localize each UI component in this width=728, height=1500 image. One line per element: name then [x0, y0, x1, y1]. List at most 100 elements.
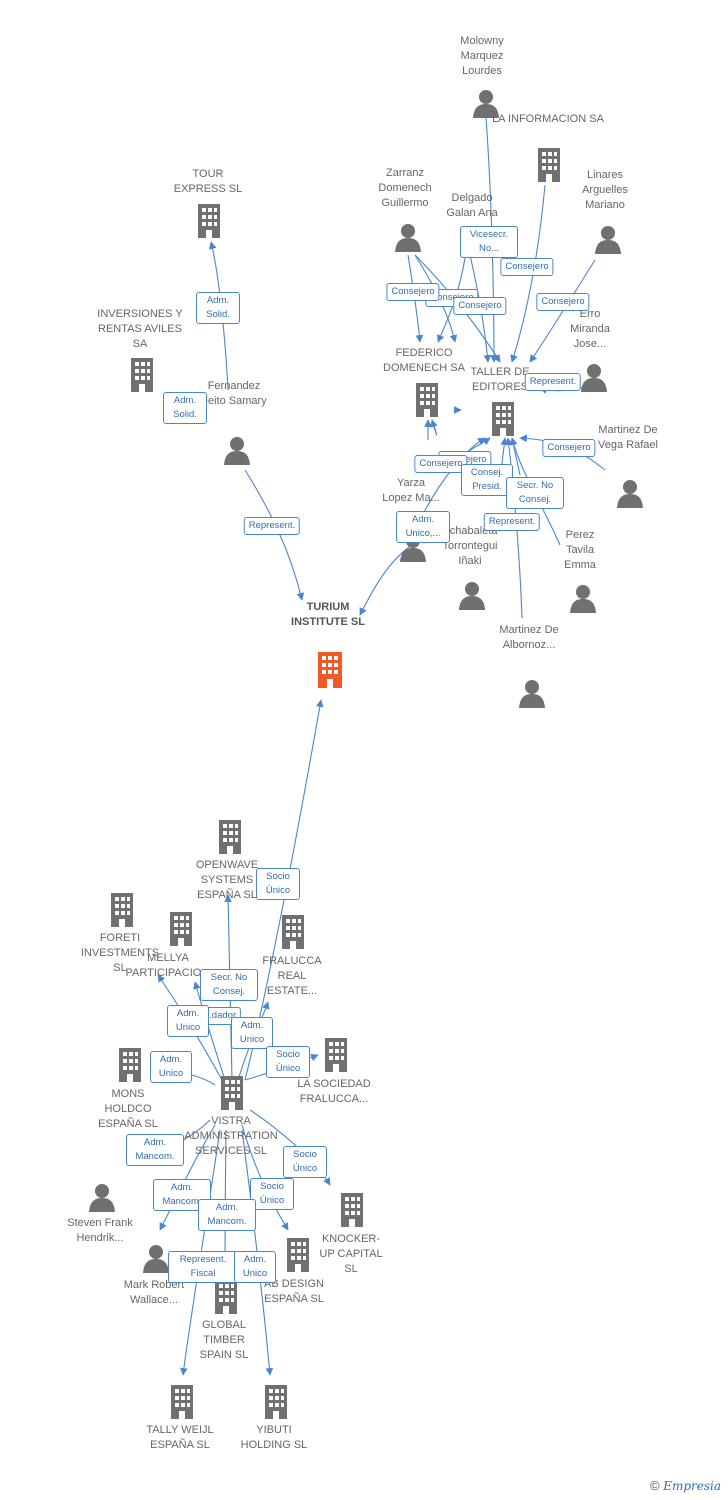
node-erro[interactable]: Erro Miranda Jose... [560, 307, 620, 352]
edge-label-represent[interactable]: Represent. [483, 513, 541, 531]
node-label: LA INFORMACION SA [492, 113, 604, 125]
edge-label-represent[interactable]: Represent. [524, 373, 582, 391]
node-la-informacion[interactable]: LA INFORMACION SA [488, 112, 608, 127]
node-foreti[interactable]: FORETI INVESTMENTS SL [75, 931, 165, 976]
edge-label-represent-fiscal[interactable]: Represent. Fiscal [168, 1251, 238, 1283]
building-icon[interactable] [413, 383, 441, 417]
building-icon[interactable] [338, 1193, 366, 1227]
building-icon[interactable] [284, 1238, 312, 1272]
main-building-icon[interactable] [315, 652, 345, 688]
node-label: OPENWAVE SYSTEMS ESPAÑA SL [195, 859, 259, 901]
person-icon[interactable] [88, 1182, 116, 1212]
edge-label-socio-unico[interactable]: Socio Único [256, 868, 300, 900]
node-mons[interactable]: MONS HOLDCO ESPAÑA SL [88, 1087, 168, 1132]
building-icon[interactable] [489, 402, 517, 436]
node-label: Martinez De Vega Rafael [598, 424, 658, 451]
building-icon[interactable] [279, 915, 307, 949]
person-icon[interactable] [616, 478, 644, 508]
person-icon[interactable] [458, 580, 486, 610]
person-icon[interactable] [518, 678, 546, 708]
person-icon[interactable] [580, 362, 608, 392]
node-label: Erro Miranda Jose... [570, 308, 610, 350]
edge-label-socio-unico[interactable]: Socio Único [250, 1178, 294, 1210]
edge-label-consejero[interactable]: Consejero [453, 297, 507, 315]
edge-label-consejero[interactable]: Consejero [536, 293, 590, 311]
building-icon[interactable] [108, 893, 136, 927]
node-perez[interactable]: Perez Tavila Emma [555, 528, 605, 573]
person-icon[interactable] [223, 435, 251, 465]
node-label: Yarza Lopez Ma... [382, 477, 440, 504]
node-mellya[interactable]: MELLYA PARTICIPACIO... [113, 951, 223, 981]
node-inversiones[interactable]: INVERSIONES Y RENTAS AVILES SA [90, 307, 190, 352]
node-tour-express[interactable]: TOUR EXPRESS SL [168, 167, 248, 197]
edge-label-represent[interactable]: Represent. [243, 517, 301, 535]
node-knocker[interactable]: KNOCKER-UP CAPITAL SL [315, 1232, 387, 1277]
node-fernandez[interactable]: Fernandez Feito Samary [199, 379, 269, 409]
building-icon[interactable] [116, 1048, 144, 1082]
node-steven[interactable]: Steven Frank Hendrik... [65, 1216, 135, 1246]
edge-label-secr-no-consej[interactable]: Secr. No Consej. [506, 477, 564, 509]
node-tally[interactable]: TALLY WEIJL ESPAÑA SL [143, 1423, 217, 1453]
edge-label-adm-unico[interactable]: Adm. Unico [167, 1005, 209, 1037]
person-icon[interactable] [142, 1243, 170, 1273]
building-icon[interactable] [168, 1385, 196, 1419]
node-la-sociedad[interactable]: LA SOCIEDAD FRALUCCA... [294, 1077, 374, 1107]
person-icon[interactable] [594, 224, 622, 254]
edge-label-adm-solid[interactable]: Adm. Solid. [196, 292, 240, 324]
node-zarranz[interactable]: Zarranz Domenech Guillermo [370, 166, 440, 211]
edge-label-adm-unico[interactable]: Adm. Unico [231, 1017, 273, 1049]
edge-label-socio-unico[interactable]: Socio Único [283, 1146, 327, 1178]
node-label: TALLER DE EDITORES [470, 366, 530, 393]
edge-label-adm-unico[interactable]: Adm. Unico,... [396, 511, 450, 543]
main-node-label: TURIUM INSTITUTE SL [291, 601, 365, 628]
edge-label-adm-mancom[interactable]: Adm. Mancom. [198, 1199, 256, 1231]
node-echabaleta[interactable]: Echabaleta Torrontegui Iñaki [430, 524, 510, 569]
edge-label-socio-unico[interactable]: Socio Único [266, 1046, 310, 1078]
footer-brand[interactable]: © Empresia [650, 1478, 721, 1493]
node-vistra[interactable]: VISTRA ADMINISTRATION SERVICES SL [181, 1114, 281, 1159]
building-icon[interactable] [128, 358, 156, 392]
node-ab-design[interactable]: AB DESIGN ESPAÑA SL [254, 1277, 334, 1307]
edge-label-consej-presid[interactable]: Consej. Presid. [461, 464, 513, 496]
building-icon[interactable] [212, 1280, 240, 1314]
node-yarza[interactable]: Yarza Lopez Ma... [381, 476, 441, 506]
node-martinez-vega[interactable]: Martinez De Vega Rafael [593, 423, 663, 453]
building-icon[interactable] [218, 1076, 246, 1110]
node-yibuti[interactable]: YIBUTI HOLDING SL [239, 1423, 309, 1453]
node-federico[interactable]: FEDERICO DOMENECH SA [374, 346, 474, 376]
person-icon[interactable] [472, 88, 500, 118]
node-delgado[interactable]: Delgado Galan Ana [442, 191, 502, 221]
edge-label-consejero[interactable]: Consejero [386, 283, 440, 301]
node-linares[interactable]: Linares Arguelles Mariano [570, 168, 640, 213]
building-icon[interactable] [535, 148, 563, 182]
node-label: Steven Frank Hendrik... [67, 1217, 133, 1244]
edge-label-secr-no-consej[interactable]: Secr. No Consej. [200, 969, 258, 1001]
person-icon[interactable] [569, 583, 597, 613]
edge-label-consejero[interactable]: Consejero [414, 455, 468, 473]
edge-label-vicesecr[interactable]: Vicesecr. No... [460, 226, 518, 258]
node-label: TOUR EXPRESS SL [173, 168, 243, 195]
building-icon[interactable] [216, 820, 244, 854]
edge-label-consejero[interactable]: Consejero [500, 258, 554, 276]
edge-label-adm-solid[interactable]: Adm. Solid. [163, 392, 207, 424]
node-global-timber[interactable]: GLOBAL TIMBER SPAIN SL [189, 1318, 259, 1363]
node-taller[interactable]: TALLER DE EDITORES [460, 365, 540, 395]
node-openwave[interactable]: OPENWAVE SYSTEMS ESPAÑA SL [187, 858, 267, 903]
building-icon[interactable] [195, 204, 223, 238]
node-fralucca-real[interactable]: FRALUCCA REAL ESTATE... [257, 954, 327, 999]
edge-label-adm-unico[interactable]: Adm. Unico [150, 1051, 192, 1083]
node-label: Fernandez Feito Samary [201, 380, 267, 407]
node-label: Echabaleta Torrontegui Iñaki [442, 525, 498, 567]
building-icon[interactable] [262, 1385, 290, 1419]
person-icon[interactable] [394, 222, 422, 252]
node-molowny[interactable]: Molowny Marquez Lourdes [442, 34, 522, 79]
edge-label-adm-mancom[interactable]: Adm. Mancom. [126, 1134, 184, 1166]
edge-label-consejero[interactable]: Consejero [542, 439, 596, 457]
building-icon[interactable] [322, 1038, 350, 1072]
node-turium-main[interactable]: TURIUM INSTITUTE SL [288, 600, 368, 630]
node-label: Martinez De Albornoz... [499, 624, 559, 651]
node-martinez-albornoz[interactable]: Martinez De Albornoz... [489, 623, 569, 653]
edge-label-adm-unico[interactable]: Adm. Unico [234, 1251, 276, 1283]
node-label: Linares Arguelles Mariano [582, 169, 628, 211]
building-icon[interactable] [167, 912, 195, 946]
